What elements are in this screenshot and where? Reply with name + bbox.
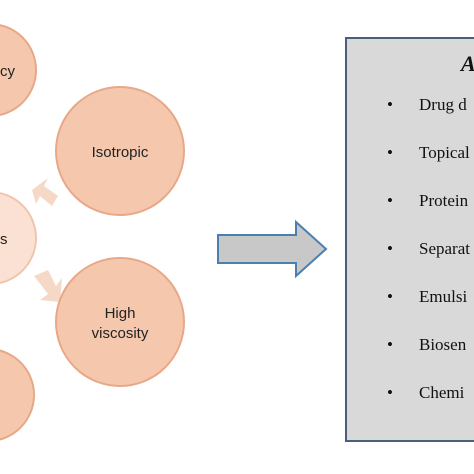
node-high-viscosity-label-line1: High [105,305,136,322]
applications-list: Drug d Topical Protein Separat Emulsi Bi… [347,89,470,425]
application-item: Drug d [347,89,470,137]
applications-title: A [461,51,474,77]
application-item: Emulsi [347,281,470,329]
right-arrow [217,219,328,279]
node-isotropic-label: Isotropic [92,144,149,161]
application-item: Chemi [347,377,470,425]
node-middle-left [0,192,37,284]
application-item: Biosen [347,329,470,377]
node-isotropic [55,86,185,216]
node-top-left-label: cy [0,63,16,80]
application-item: Protein [347,185,470,233]
application-item: Separat [347,233,470,281]
node-high-viscosity-label-line2: viscosity [92,325,149,342]
node-high-viscosity [55,257,185,387]
node-bottom-left [0,349,35,441]
arrow-to-high-viscosity [34,270,62,302]
arrow-to-isotropic [32,178,58,206]
node-top-left [0,24,37,116]
application-item: Topical [347,137,470,185]
applications-box: A Drug d Topical Protein Separat Emulsi … [345,37,474,442]
node-middle-left-label: s [0,231,8,248]
